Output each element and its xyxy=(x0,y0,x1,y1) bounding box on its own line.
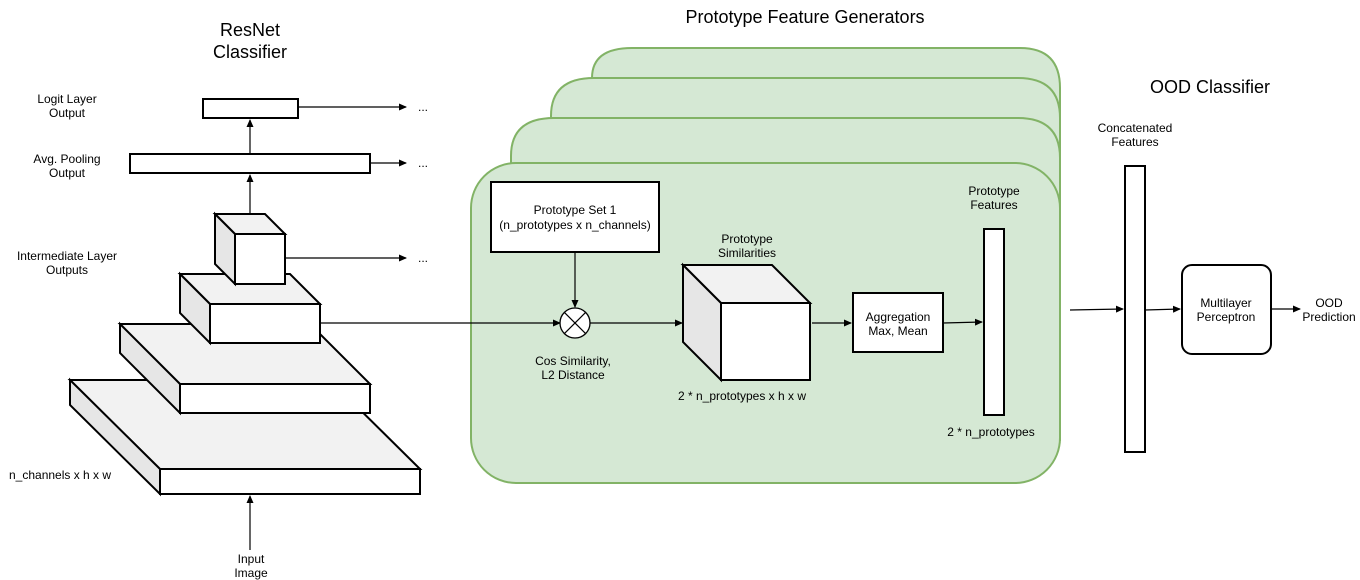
mlp-line2: Perceptron xyxy=(1197,310,1256,324)
stage-block-4 xyxy=(212,211,288,287)
intermediate-label-line1: Intermediate Layer xyxy=(17,249,117,263)
prototype-set-line1: Prototype Set 1 xyxy=(534,203,617,217)
aggregation-line1: Aggregation xyxy=(866,310,931,324)
input-shape-label: n_channels x h x w xyxy=(9,468,111,482)
similarity-op-line1: Cos Similarity, xyxy=(535,354,611,368)
similarities-shape-label: 2 * n_prototypes x h x w xyxy=(678,389,806,403)
aggregation-line2: Max, Mean xyxy=(868,324,927,338)
prediction-line1: OOD xyxy=(1315,296,1343,310)
arrow-aggregation-to-features xyxy=(942,318,983,326)
logit-label-line2: Output xyxy=(49,106,86,120)
logit-ellipsis: ... xyxy=(418,100,428,114)
mlp-line1: Multilayer xyxy=(1200,296,1251,310)
logit-layer-output-bar xyxy=(202,98,299,119)
avgpool-label-line2: Output xyxy=(49,166,86,180)
similarities-label-line2: Similarities xyxy=(718,246,776,260)
aggregation-box xyxy=(852,292,944,353)
prototype-set-box xyxy=(490,181,660,253)
prototype-set-line2: (n_prototypes x n_channels) xyxy=(499,218,650,232)
features-label-line2: Features xyxy=(970,198,1017,212)
input-image-label-line2: Image xyxy=(234,566,268,580)
concat-label-line1: Concatenated xyxy=(1098,121,1173,135)
arrow-generators-to-concat xyxy=(1069,305,1124,313)
avg-pooling-output-bar xyxy=(129,153,371,174)
logit-label-line1: Logit Layer xyxy=(37,92,96,106)
generators-title: Prototype Feature Generators xyxy=(685,7,924,27)
features-shape-label: 2 * n_prototypes xyxy=(947,425,1034,439)
prediction-line2: Prediction xyxy=(1302,310,1355,324)
similarity-op-line2: L2 Distance xyxy=(541,368,605,382)
concatenated-features-bar xyxy=(1124,165,1146,453)
input-image-label-line1: Input xyxy=(238,552,265,566)
prototype-similarities-cube xyxy=(680,262,813,383)
avgpool-ellipsis: ... xyxy=(418,156,428,170)
resnet-title-line1: ResNet xyxy=(220,20,280,40)
ood-title: OOD Classifier xyxy=(1150,77,1270,97)
concat-label-line2: Features xyxy=(1111,135,1158,149)
features-label-line1: Prototype xyxy=(968,184,1020,198)
resnet-title-line2: Classifier xyxy=(213,42,287,62)
intermediate-ellipsis: ... xyxy=(418,251,428,265)
prototype-features-bar xyxy=(983,228,1005,416)
intermediate-label-line2: Outputs xyxy=(46,263,88,277)
similarities-label-line1: Prototype xyxy=(721,232,773,246)
avgpool-label-line1: Avg. Pooling xyxy=(33,152,100,166)
arrow-concat-to-mlp xyxy=(1144,305,1181,313)
similarity-operator-icon xyxy=(559,307,591,339)
